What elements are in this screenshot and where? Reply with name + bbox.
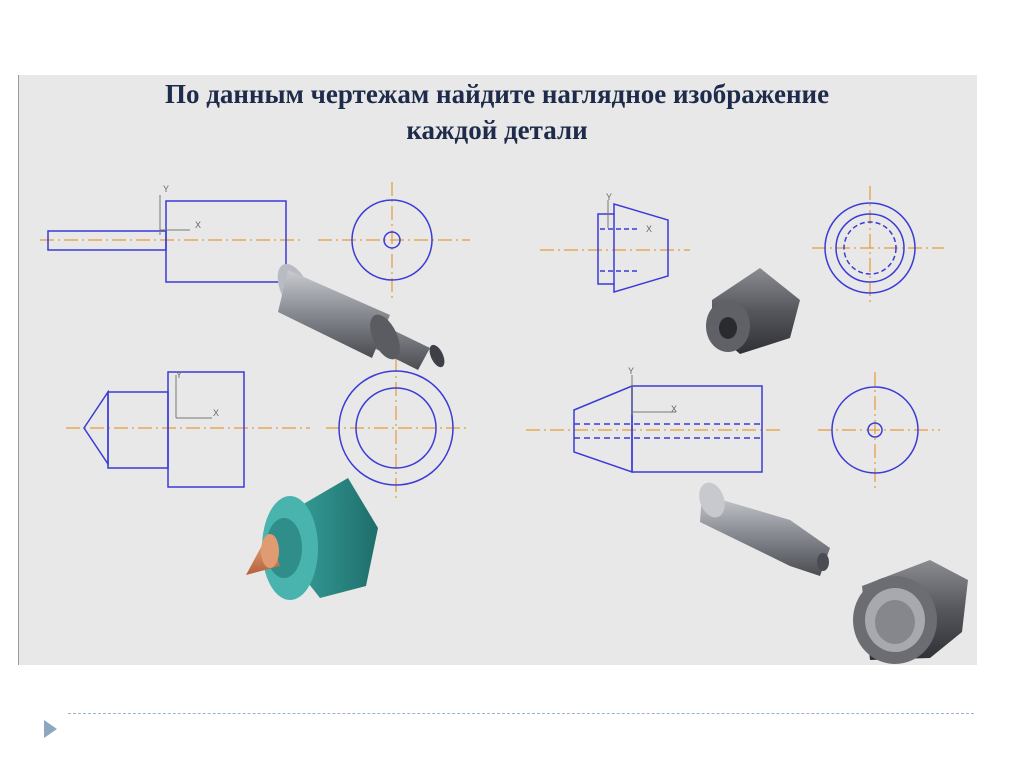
part-2-truncated-cone (706, 268, 800, 354)
drawing-3-side-view (338, 370, 454, 486)
technical-drawings (47, 195, 919, 488)
drawing-1-front-view (47, 195, 287, 283)
part-1-shaft-cylinder (277, 263, 445, 370)
drawing-2-side-view (824, 202, 916, 294)
axis-y-label: Y (163, 184, 169, 194)
title-line-2: каждой детали (406, 115, 588, 145)
footer-divider (68, 713, 974, 714)
title-line-1: По данным чертежам найдите наглядное изо… (164, 79, 830, 109)
triangle-right-icon[interactable] (44, 720, 57, 738)
axis-x-label: X (671, 404, 677, 414)
axis-y-label: Y (606, 192, 612, 202)
axis-y-label: Y (176, 370, 182, 380)
axis-x-label: X (195, 220, 201, 230)
drawing-3-front-view (83, 371, 245, 488)
part-5-ring-cone (853, 560, 968, 664)
drawing-1-side-view (351, 199, 433, 281)
axis-x-label: X (646, 224, 652, 234)
center-lines (40, 182, 944, 500)
slide-title: По данным чертежам найдите наглядное изо… (18, 76, 976, 148)
drawing-4-side-view (831, 386, 919, 474)
part-3-teal-cone-tip (246, 478, 378, 600)
axis-labels: Y X Y X Y X Y X (163, 184, 677, 418)
part-4-long-cylinder (699, 482, 830, 576)
drawing-4-front-view (573, 375, 763, 474)
axis-y-label: Y (628, 366, 634, 376)
axis-x-label: X (213, 408, 219, 418)
drawing-2-front-view (597, 200, 669, 294)
